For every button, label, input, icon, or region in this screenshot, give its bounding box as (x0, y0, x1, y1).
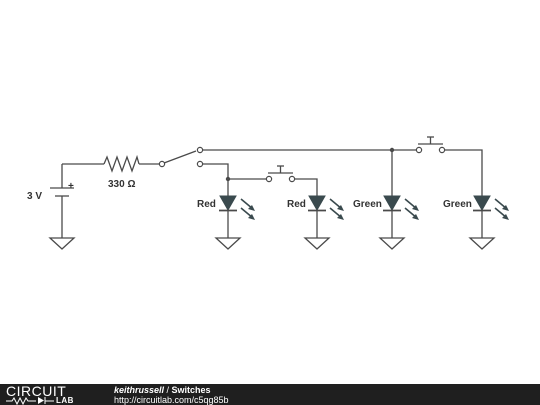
title-separator: / (164, 385, 172, 395)
led-2-label: Red (287, 199, 306, 210)
circuit-url-link[interactable]: http://circuitlab.com/c5qg85b (114, 395, 229, 405)
push-button-1 (265, 165, 296, 183)
led-1-label: Red (197, 199, 216, 210)
led-3: Green (353, 195, 419, 250)
logo-resistor-icon (6, 396, 54, 405)
led-4: Green (443, 195, 509, 250)
circuit-meta: keithrussell / Switches http://circuitla… (114, 385, 229, 405)
ground-symbol-battery (48, 237, 76, 250)
circuit-title: Switches (171, 385, 211, 395)
circuit-schematic: + 3 V 330 Ω (27, 136, 509, 250)
led-3-label: Green (353, 199, 382, 210)
circuitlab-logo[interactable]: CIRCUIT LAB (6, 384, 102, 405)
logo-lab-text: LAB (56, 396, 74, 405)
push-button-2 (415, 136, 446, 154)
battery-voltage-label: 3 V (27, 191, 42, 202)
resistor-label: 330 Ω (108, 179, 135, 190)
author-link[interactable]: keithrussell (114, 385, 165, 395)
footer-bar: CIRCUIT LAB keithrussell / Switches http… (0, 384, 540, 405)
spdt-switch (158, 146, 204, 168)
battery: + 3 V (27, 164, 74, 238)
led-1: Red (197, 195, 255, 250)
led-4-label: Green (443, 199, 472, 210)
resistor: 330 Ω (103, 154, 140, 190)
logo-circuit-text: CIRCUIT (6, 383, 67, 399)
led-2: Red (287, 195, 344, 250)
battery-plus-sign: + (68, 181, 74, 192)
